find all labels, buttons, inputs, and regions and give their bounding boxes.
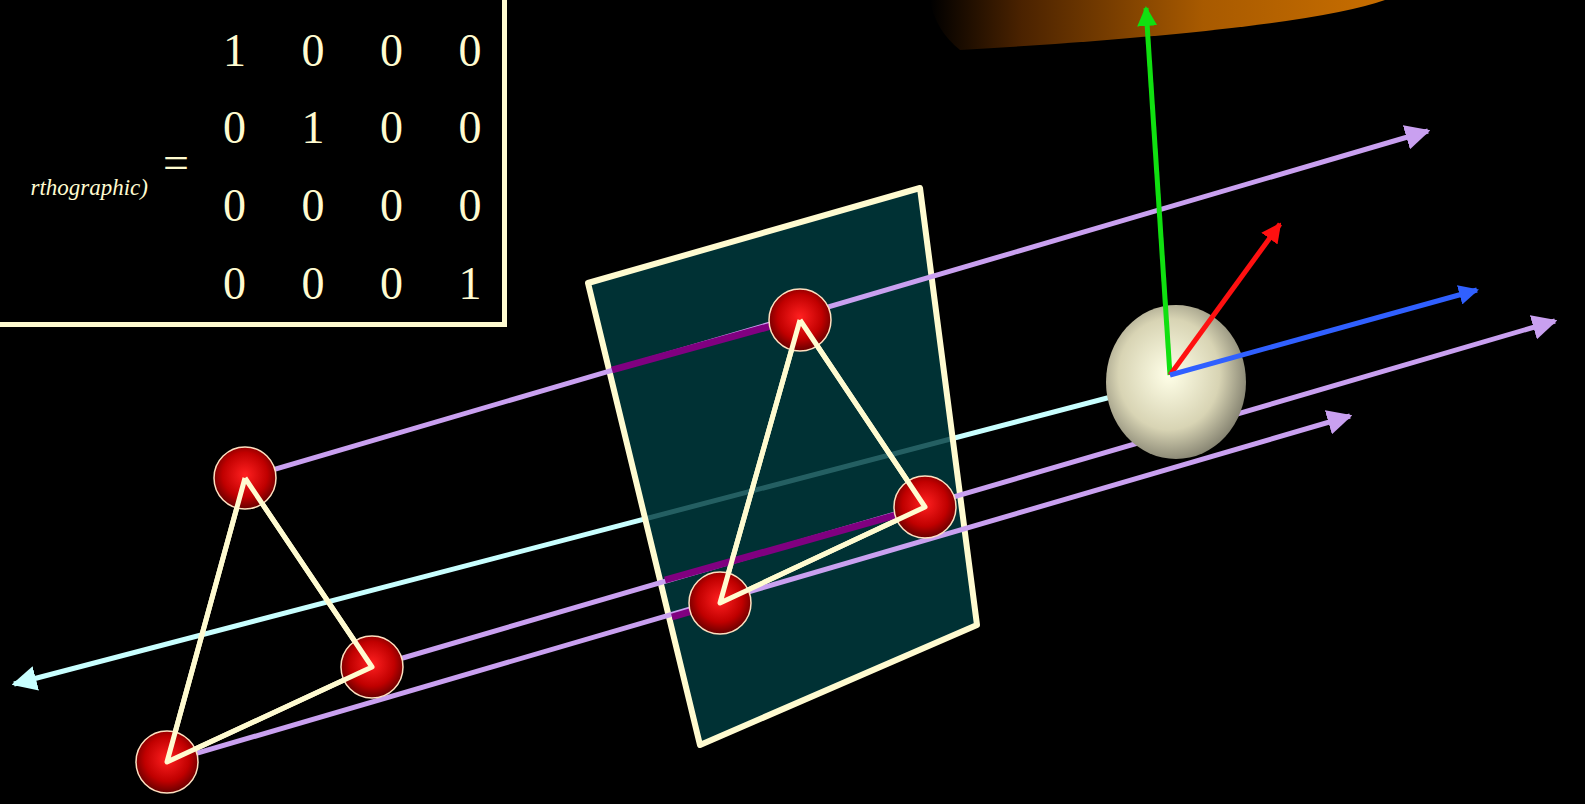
right-axis [1170,224,1280,375]
matrix-box: 1 0 0 0 0 1 0 0 0 0 0 0 0 0 0 1 [0,0,507,327]
up-axis [1146,8,1170,375]
view-direction [14,375,1195,684]
matrix-name: rthographic) [30,176,148,199]
equals-sign: = [163,140,189,186]
matrix-row: 0 0 0 0 [223,183,482,229]
object-triangle [167,478,372,762]
vertex-balls [136,289,956,793]
projector-segments [612,318,925,617]
view-axis [1170,290,1477,375]
camera-eye [1106,305,1246,459]
triangle-edges-front [167,320,925,762]
projected-triangle [720,320,925,603]
projector-lines [167,131,1555,762]
object-surface [930,0,1385,50]
matrix-row: 0 1 0 0 [223,105,482,151]
projection-plane [588,188,977,745]
matrix-row: 1 0 0 0 [223,28,482,74]
matrix-row: 0 0 0 1 [223,261,482,307]
